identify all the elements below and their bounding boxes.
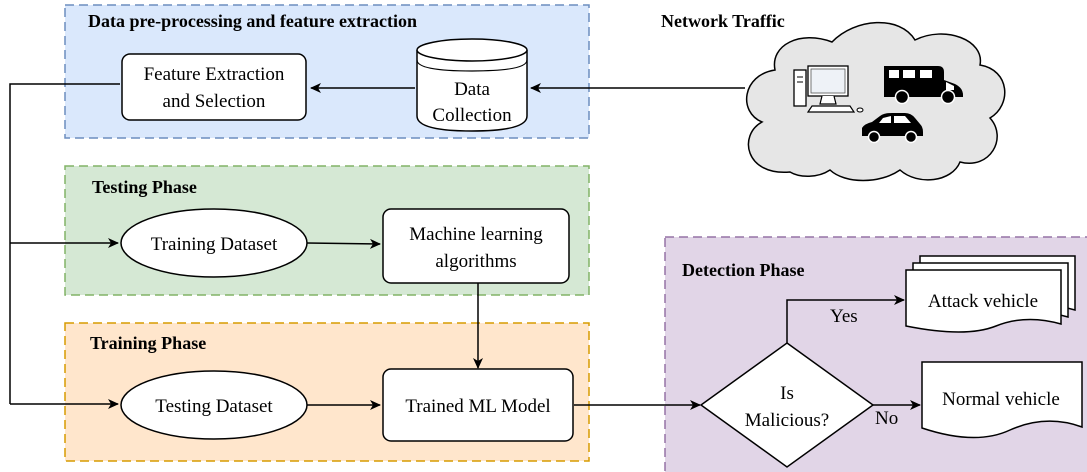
training-panel-title: Training Phase xyxy=(90,333,206,353)
decision-line1: Is xyxy=(780,383,794,404)
testing-dataset-label: Testing Dataset xyxy=(155,396,273,417)
decision-node: Is Malicious? xyxy=(699,342,875,468)
yes-edge-label: Yes xyxy=(830,306,858,327)
network-traffic-label: Network Traffic xyxy=(661,11,785,31)
testing-panel-title: Testing Phase xyxy=(92,177,197,197)
network-traffic-cloud xyxy=(745,21,1006,182)
feature-extraction-node: Feature Extraction and Selection xyxy=(121,53,307,121)
attack-vehicle-label: Attack vehicle xyxy=(928,291,1038,312)
data-collection-line1: Data xyxy=(454,79,490,100)
desktop-computer-icon xyxy=(793,65,864,113)
no-edge-label: No xyxy=(875,408,898,429)
normal-vehicle-node: Normal vehicle xyxy=(921,361,1083,439)
edge-training-dataset-to-ml xyxy=(306,238,381,249)
diagram-edges xyxy=(9,83,921,410)
preprocessing-panel-title: Data pre-processing and feature extracti… xyxy=(88,11,417,31)
attack-vehicle-node: Attack vehicle xyxy=(905,255,1076,333)
training-dataset-label: Training Dataset xyxy=(151,234,278,255)
detection-panel-title: Detection Phase xyxy=(682,260,804,280)
data-collection-line2: Collection xyxy=(432,105,512,126)
ml-algorithms-node: Machine learning algorithms xyxy=(382,208,570,284)
edge-features-trunk xyxy=(9,83,120,404)
ml-algorithms-line1: Machine learning xyxy=(409,224,543,245)
trained-model-node: Trained ML Model xyxy=(382,368,574,442)
feature-extraction-line1: Feature Extraction xyxy=(144,64,285,85)
training-dataset-node: Training Dataset xyxy=(120,208,308,278)
ml-algorithms-line2: algorithms xyxy=(435,251,516,272)
feature-extraction-line2: and Selection xyxy=(163,91,266,112)
normal-vehicle-label: Normal vehicle xyxy=(942,389,1060,410)
testing-dataset-node: Testing Dataset xyxy=(120,370,308,440)
trained-model-label: Trained ML Model xyxy=(405,396,550,417)
edge-decision-yes xyxy=(786,295,905,343)
decision-line2: Malicious? xyxy=(745,410,829,431)
car-icon xyxy=(862,113,923,144)
data-collection-node: Data Collection xyxy=(416,38,528,132)
camper-van-icon xyxy=(884,66,963,105)
